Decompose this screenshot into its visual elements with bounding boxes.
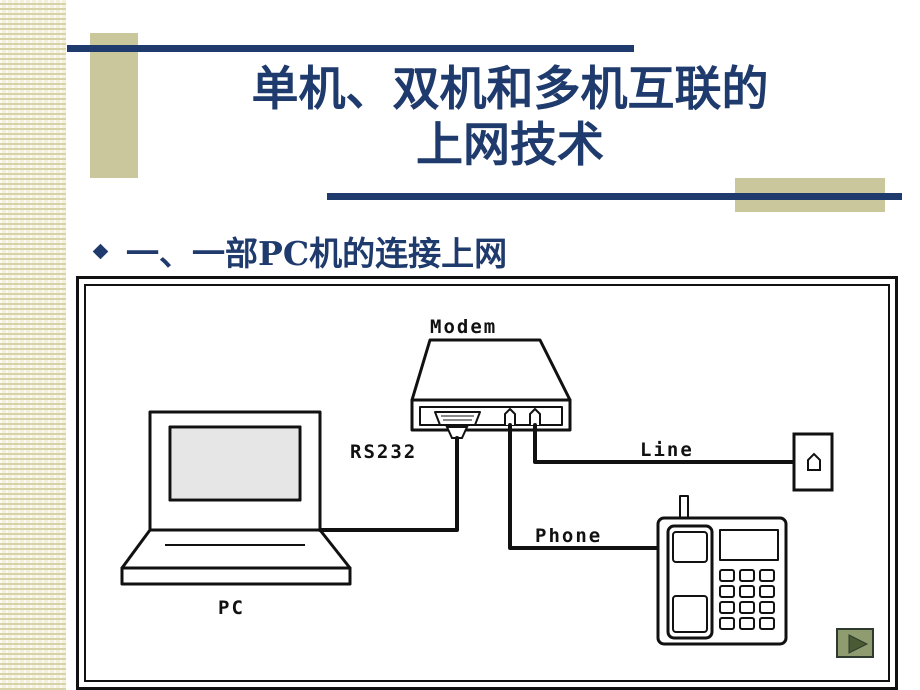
- figure-inner-frame: [84, 284, 890, 682]
- next-slide-button[interactable]: [836, 628, 874, 658]
- top-rule: [67, 45, 634, 52]
- rs232-cable: [318, 436, 459, 532]
- line-cable: [533, 423, 812, 464]
- line-label: Line: [640, 439, 694, 461]
- bullet-item: 一、一部PC机的连接上网: [92, 230, 508, 273]
- telephone: [656, 495, 788, 646]
- modem-device: [410, 338, 572, 432]
- left-pattern-strip: [0, 0, 66, 690]
- phone-cable: [508, 423, 662, 550]
- modem-label: Modem: [430, 316, 497, 338]
- figure-frame: [76, 276, 898, 690]
- phone-label: Phone: [535, 525, 602, 547]
- bullet-text: 一、一部PC机的连接上网: [126, 234, 508, 273]
- pc-label: PC: [218, 597, 245, 619]
- rs232-label: RS232: [350, 441, 417, 463]
- title-line-2: 上网技术: [416, 118, 604, 173]
- pc-computer: [120, 410, 352, 586]
- rs232-plug: [445, 426, 469, 439]
- title-line-1: 单机、双机和多机互联的: [251, 62, 769, 117]
- play-next-icon: [848, 634, 869, 654]
- wall-jack: [792, 432, 834, 492]
- bottom-rule: [327, 193, 902, 200]
- slide-title: 单机、双机和多机互联的 上网技术: [150, 62, 870, 174]
- olive-accent-block-left: [90, 33, 138, 178]
- cables: [318, 423, 812, 550]
